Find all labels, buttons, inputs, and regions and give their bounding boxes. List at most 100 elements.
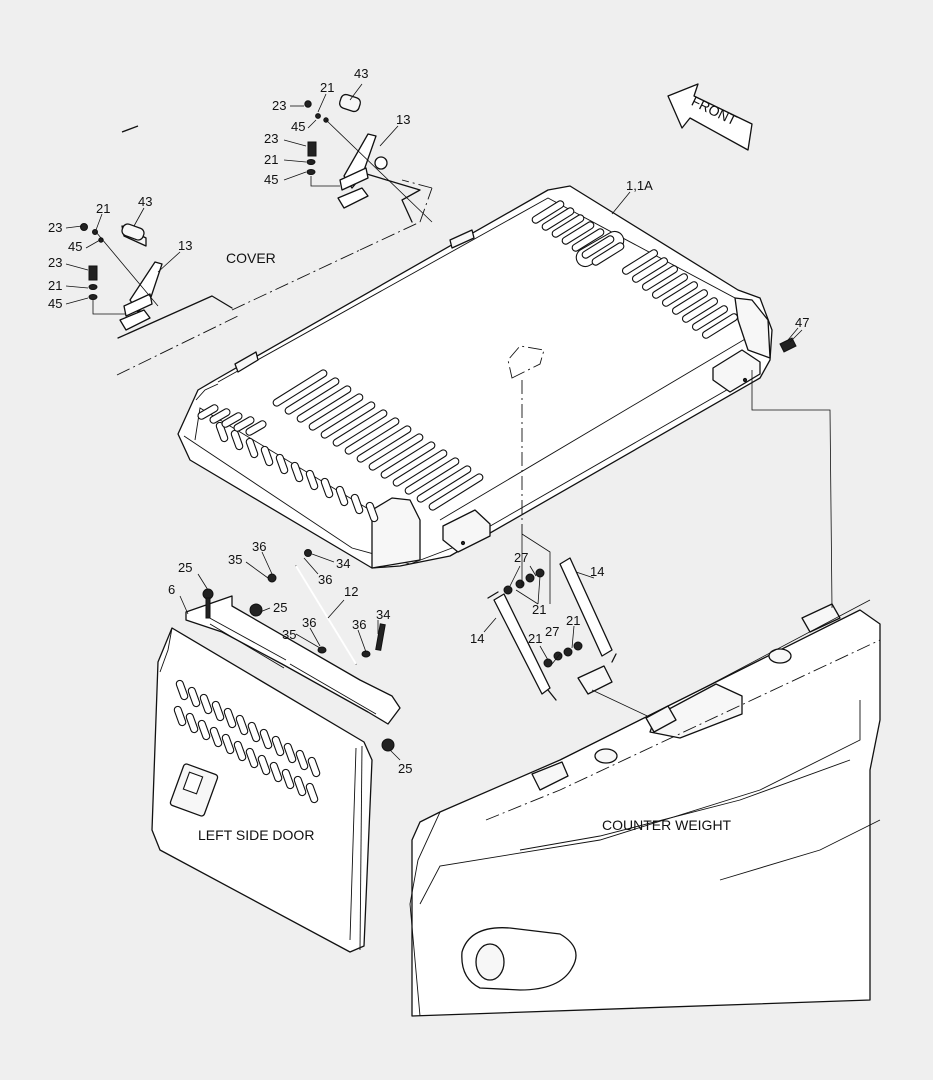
bracket-6 <box>185 588 401 752</box>
vent-slot <box>260 445 274 467</box>
callout-21: 21 <box>566 613 580 628</box>
label-cover: COVER <box>226 250 276 266</box>
left-side-door <box>151 627 373 953</box>
vent-slot <box>296 385 352 423</box>
label-counter-weight: COUNTER WEIGHT <box>602 817 732 833</box>
callout-23: 23 <box>48 220 62 235</box>
vent-slot <box>350 493 364 515</box>
vent-slot <box>307 756 321 778</box>
callout-23: 23 <box>264 131 278 146</box>
cover-vent-slots <box>197 200 739 523</box>
vent-slot <box>211 700 225 722</box>
callout-45: 45 <box>68 239 82 254</box>
vent-slot <box>308 393 364 431</box>
gas-stay-12 <box>267 549 386 665</box>
gas-stays-14 <box>487 533 661 723</box>
latch-assembly-right <box>304 93 433 223</box>
callout-13: 13 <box>178 238 192 253</box>
callout-45: 45 <box>48 296 62 311</box>
vent-slot <box>173 705 187 727</box>
vent-slot <box>428 473 484 511</box>
vent-slot <box>272 369 328 407</box>
vent-slot <box>221 412 243 428</box>
callout-23: 23 <box>272 98 286 113</box>
callout-1-1a: 1,1A <box>626 178 653 193</box>
vent-slot <box>365 501 379 523</box>
vent-slot <box>392 449 448 487</box>
vent-slot <box>581 235 615 259</box>
bolt-47 <box>779 327 799 353</box>
vent-slot <box>281 768 295 790</box>
vent-slot <box>416 465 472 503</box>
vent-slot <box>344 417 400 455</box>
vent-slot <box>661 281 699 307</box>
washers-27-21-upper <box>503 568 545 595</box>
vent-slot <box>701 313 739 339</box>
vent-slot <box>175 679 189 701</box>
callout-27: 27 <box>514 550 528 565</box>
vent-slot <box>320 477 334 499</box>
callout-21: 21 <box>48 278 62 293</box>
callout-23: 23 <box>48 255 62 270</box>
washers-27-21-lower <box>543 641 583 668</box>
vent-slot <box>271 735 285 757</box>
vent-slot <box>197 404 219 420</box>
vent-slot <box>245 420 267 436</box>
callout-36: 36 <box>318 572 332 587</box>
vent-slot <box>284 377 340 415</box>
vent-slot <box>641 265 679 291</box>
vent-slot <box>187 686 201 708</box>
vent-slot <box>283 742 297 764</box>
vent-slot <box>295 749 309 771</box>
vent-slot <box>671 289 709 315</box>
callout-35: 35 <box>228 552 242 567</box>
vent-slot <box>221 733 235 755</box>
vent-slot <box>233 416 255 432</box>
vent-slot <box>197 719 211 741</box>
counter-weight <box>409 370 881 1017</box>
vent-slot <box>320 401 376 439</box>
callout-25: 25 <box>178 560 192 575</box>
callout-13: 13 <box>396 112 410 127</box>
callout-47: 47 <box>795 315 809 330</box>
callout-21: 21 <box>532 602 546 617</box>
vent-slot <box>561 221 595 245</box>
vent-slot <box>551 214 585 238</box>
callout-43: 43 <box>138 194 152 209</box>
cover-base-outline <box>116 171 433 376</box>
vent-slot <box>571 228 605 252</box>
latch-assembly-left <box>80 125 163 331</box>
vent-slot <box>380 441 436 479</box>
callout-34: 34 <box>336 556 350 571</box>
callout-45: 45 <box>264 172 278 187</box>
vent-slot <box>247 721 261 743</box>
vent-slot <box>305 782 319 804</box>
component-labels: COVER LEFT SIDE DOOR COUNTER WEIGHT FRON… <box>198 93 740 843</box>
callout-36: 36 <box>352 617 366 632</box>
vent-slot <box>681 297 719 323</box>
vent-slot <box>233 740 247 762</box>
callout-21: 21 <box>264 152 278 167</box>
vent-slot <box>257 754 271 776</box>
vent-slot <box>356 425 412 463</box>
vent-slot <box>332 409 388 447</box>
callout-45: 45 <box>291 119 305 134</box>
vent-slot <box>368 433 424 471</box>
callout-14: 14 <box>470 631 484 646</box>
vent-slot <box>404 457 460 495</box>
callout-25: 25 <box>273 600 287 615</box>
callout-34: 34 <box>376 607 390 622</box>
vent-slot <box>621 249 659 275</box>
vent-slot <box>185 712 199 734</box>
callout-12: 12 <box>344 584 358 599</box>
vent-slot <box>691 305 729 331</box>
vent-slot <box>209 408 231 424</box>
callout-27: 27 <box>545 624 559 639</box>
vent-slot <box>245 747 259 769</box>
vent-slot <box>235 714 249 736</box>
callout-43: 43 <box>354 66 368 81</box>
callout-36: 36 <box>302 615 316 630</box>
cover-stay-fitting <box>507 345 545 534</box>
vent-slot <box>541 207 575 231</box>
